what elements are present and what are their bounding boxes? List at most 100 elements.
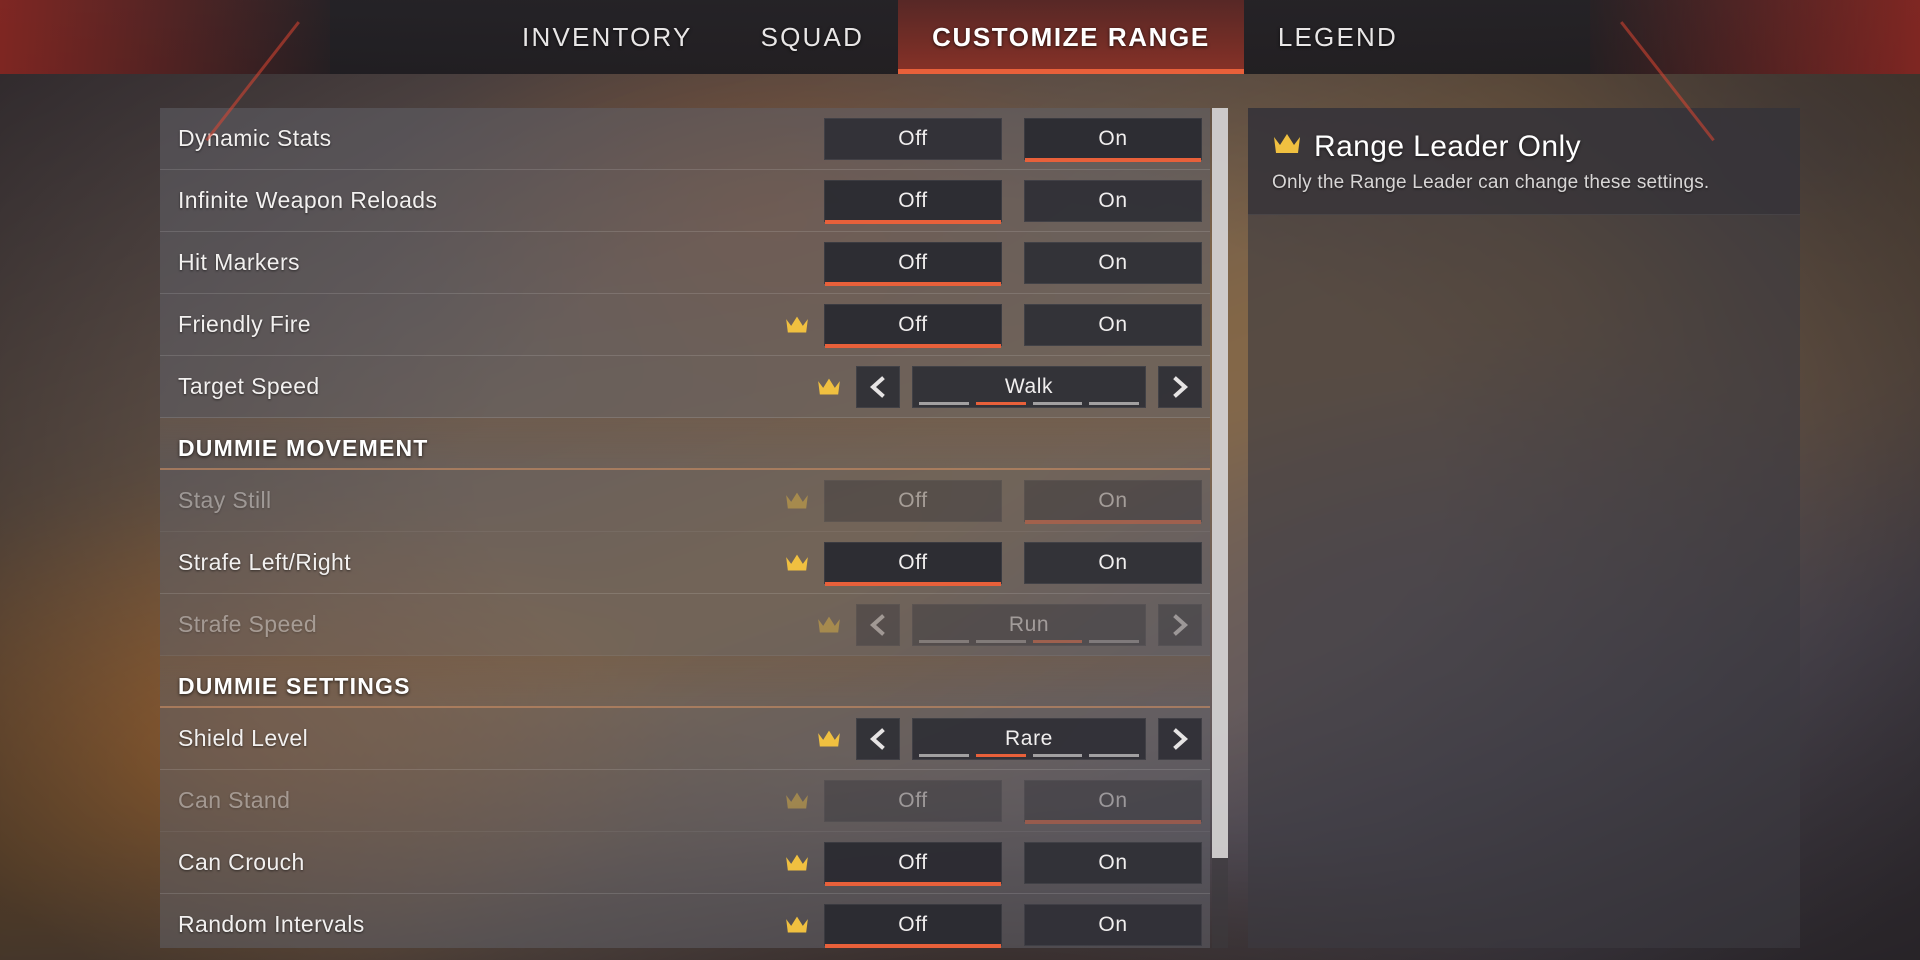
spinner-value[interactable]: Run <box>912 603 1146 646</box>
section-header-dummie-movement: DUMMIE MOVEMENT <box>160 418 1210 470</box>
toggle-group: Off On <box>824 303 1202 348</box>
info-panel-title-row: Range Leader Only <box>1272 130 1776 164</box>
toggle-on-button[interactable]: On <box>1024 241 1202 284</box>
crown-icon <box>1272 130 1302 164</box>
spinner-segment <box>1032 639 1083 643</box>
spinner-value[interactable]: Walk <box>912 365 1146 408</box>
toggle-group: Off On <box>824 479 1202 524</box>
toggle-on-button[interactable]: On <box>1024 117 1202 162</box>
crown-icon <box>780 791 814 811</box>
toggle-on-button[interactable]: On <box>1024 479 1202 524</box>
setting-label: Hit Markers <box>178 249 300 275</box>
spinner-value-label: Rare <box>1005 726 1053 750</box>
setting-label: Can Stand <box>178 787 291 813</box>
toggle-off-button[interactable]: Off <box>824 841 1002 886</box>
toggle-off-button[interactable]: Off <box>824 779 1002 822</box>
top-navigation-bar: INVENTORY SQUAD CUSTOMIZE RANGE LEGEND <box>0 0 1920 74</box>
spinner-segment <box>919 753 969 757</box>
setting-label: Strafe Speed <box>178 611 318 637</box>
toggle-on-button[interactable]: On <box>1024 303 1202 346</box>
spinner-segment <box>975 639 1026 643</box>
chevron-right-icon[interactable] <box>1158 365 1202 408</box>
toggle-on-button[interactable]: On <box>1024 541 1202 584</box>
setting-label: Stay Still <box>178 487 272 513</box>
spinner-segment <box>1032 401 1083 405</box>
settings-row-can-crouch: Can Crouch Off On <box>160 832 1210 894</box>
spinner-segment <box>1032 753 1083 757</box>
spinner-segment <box>975 753 1026 757</box>
setting-label: Dynamic Stats <box>178 125 332 151</box>
spinner-value[interactable]: Rare <box>912 717 1146 760</box>
nav-tab-squad[interactable]: SQUAD <box>760 21 865 52</box>
toggle-off-button[interactable]: Off <box>824 479 1002 522</box>
toggle-off-button[interactable]: Off <box>824 303 1002 348</box>
chevron-right-icon[interactable] <box>1158 717 1202 760</box>
setting-label: Shield Level <box>178 725 309 751</box>
nav-tab-customize-range[interactable]: CUSTOMIZE RANGE <box>898 0 1244 74</box>
spinner-value-label: Walk <box>1004 374 1054 398</box>
spinner-segment-indicator <box>919 401 1139 405</box>
spinner-control: Run <box>856 603 1202 646</box>
section-header-label: DUMMIE MOVEMENT <box>178 435 429 461</box>
toggle-off-button[interactable]: Off <box>824 179 1002 224</box>
toggle-off-button[interactable]: Off <box>824 541 1002 586</box>
section-header-dummie-settings: DUMMIE SETTINGS <box>160 656 1210 708</box>
spinner-segment <box>1089 753 1139 757</box>
info-panel-header: Range Leader Only Only the Range Leader … <box>1248 108 1800 215</box>
nav-tab-inventory[interactable]: INVENTORY <box>522 21 693 52</box>
scrollbar-thumb[interactable] <box>1212 108 1228 858</box>
chevron-left-icon[interactable] <box>856 717 900 760</box>
toggle-off-button[interactable]: Off <box>824 903 1002 948</box>
crown-icon <box>780 491 814 511</box>
setting-label: Strafe Left/Right <box>178 549 351 575</box>
spinner-segment-indicator <box>919 639 1139 643</box>
setting-label: Friendly Fire <box>178 311 312 337</box>
chevron-left-icon[interactable] <box>856 603 900 646</box>
toggle-group: Off On <box>824 241 1202 286</box>
settings-row-target-speed: Target Speed Walk <box>160 356 1210 418</box>
toggle-off-button[interactable]: Off <box>824 241 1002 286</box>
spinner-segment-indicator <box>919 753 1139 757</box>
setting-label: Random Intervals <box>178 911 365 937</box>
nav-right-accent-decoration <box>1590 0 1920 74</box>
spinner-segment <box>975 401 1026 405</box>
settings-row-hit-markers: Hit Markers Off On <box>160 232 1210 294</box>
toggle-off-button[interactable]: Off <box>824 117 1002 160</box>
settings-row-friendly-fire: Friendly Fire Off On <box>160 294 1210 356</box>
nav-tab-legend[interactable]: LEGEND <box>1277 21 1398 52</box>
crown-icon <box>780 553 814 573</box>
toggle-group: Off On <box>824 179 1202 224</box>
settings-row-shield-level: Shield Level Rare <box>160 708 1210 770</box>
setting-label: Target Speed <box>178 373 320 399</box>
toggle-on-button[interactable]: On <box>1024 903 1202 946</box>
toggle-group: Off On <box>824 841 1202 886</box>
setting-label: Infinite Weapon Reloads <box>178 187 438 213</box>
crown-icon <box>780 315 814 335</box>
info-panel-title: Range Leader Only <box>1314 130 1581 163</box>
setting-label: Can Crouch <box>178 849 305 875</box>
settings-scrollbar[interactable] <box>1212 108 1228 948</box>
settings-row-stay-still: Stay Still Off On <box>160 470 1210 532</box>
toggle-group: Off On <box>824 117 1202 162</box>
chevron-left-icon[interactable] <box>856 365 900 408</box>
toggle-on-button[interactable]: On <box>1024 779 1202 824</box>
spinner-segment <box>1089 639 1139 643</box>
toggle-on-button[interactable]: On <box>1024 179 1202 222</box>
spinner-control: Rare <box>856 717 1202 760</box>
spinner-segment <box>919 639 969 643</box>
toggle-group: Off On <box>824 779 1202 824</box>
crown-icon <box>812 615 846 635</box>
chevron-right-icon[interactable] <box>1158 603 1202 646</box>
crown-icon <box>780 853 814 873</box>
toggle-on-button[interactable]: On <box>1024 841 1202 884</box>
settings-row-strafe-speed: Strafe Speed Run <box>160 594 1210 656</box>
settings-row-random-intervals: Random Intervals Off On <box>160 894 1210 948</box>
crown-icon <box>812 729 846 749</box>
nav-tab-list: INVENTORY SQUAD CUSTOMIZE RANGE LEGEND <box>488 0 1432 74</box>
crown-icon <box>812 377 846 397</box>
spinner-value-label: Run <box>1008 612 1050 636</box>
spinner-segment <box>1089 401 1139 405</box>
section-header-label: DUMMIE SETTINGS <box>178 673 411 699</box>
